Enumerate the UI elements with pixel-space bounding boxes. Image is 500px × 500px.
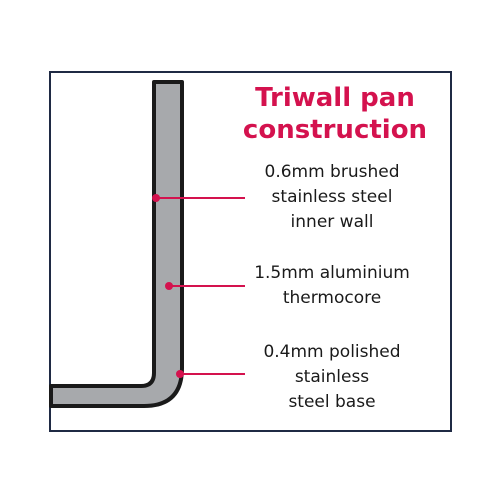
callout-label-base: 0.4mm polished stainless steel base [222, 340, 442, 415]
diagram-title: Triwall pan construction [230, 82, 440, 146]
callout-label-thermocore: 1.5mm aluminium thermocore [222, 261, 442, 311]
title-line-2: construction [242, 115, 428, 145]
title-line-1: Triwall pan [255, 83, 415, 113]
callout-label-line: thermocore [282, 288, 382, 308]
callout-dot-base [176, 370, 184, 378]
callout-dot-thermocore [165, 282, 173, 290]
callout-label-line: steel base [288, 392, 376, 412]
pan-wall-shape [49, 80, 184, 408]
diagram-frame [49, 71, 452, 432]
callout-label-inner-wall: 0.6mm brushed stainless steel inner wall [222, 160, 442, 235]
callout-label-line: stainless steel [271, 187, 393, 207]
callout-label-line: inner wall [290, 212, 374, 232]
callout-dot-inner-wall [152, 194, 160, 202]
callout-label-line: stainless [294, 367, 370, 387]
callout-label-line: 1.5mm aluminium [254, 263, 410, 283]
callout-label-line: 0.6mm brushed [264, 162, 400, 182]
callout-label-line: 0.4mm polished [263, 342, 401, 362]
